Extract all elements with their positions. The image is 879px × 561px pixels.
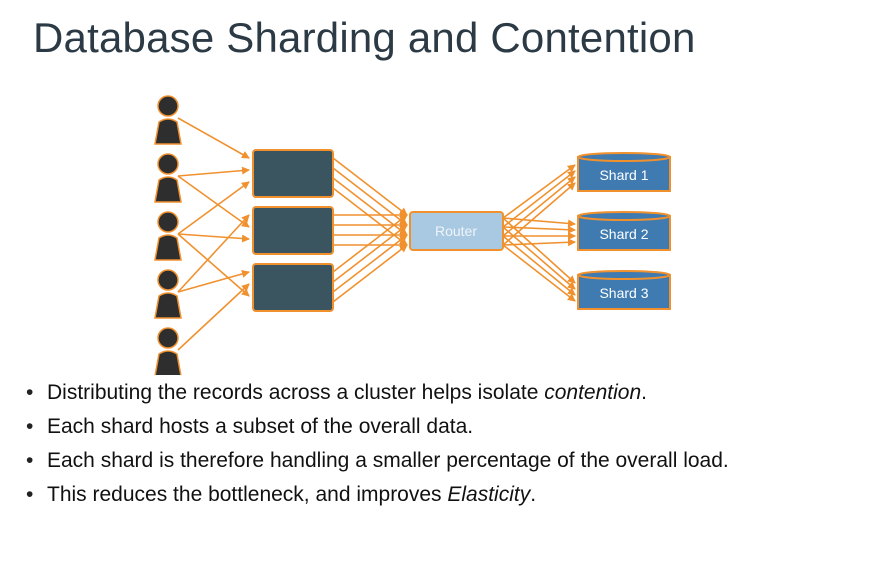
- connection-arrow: [177, 214, 250, 293]
- bullet-item: Each shard hosts a subset of the overall…: [22, 414, 802, 439]
- connection-arrow: [502, 235, 576, 296]
- users-layer: [154, 95, 182, 375]
- servers-layer: [252, 149, 334, 312]
- shard-label: Shard 1: [599, 167, 648, 183]
- connection-arrow: [332, 157, 408, 216]
- connection-arrow: [332, 214, 408, 273]
- shard-label: Shard 2: [599, 226, 648, 242]
- bullet-item: This reduces the bottleneck, and improve…: [22, 482, 802, 507]
- slide-title: Database Sharding and Contention: [33, 14, 696, 61]
- sharding-diagram: Router Shard 1 Shard 2 Shard 3: [154, 95, 671, 375]
- connection-arrow: [177, 117, 250, 159]
- shard-1-cylinder: Shard 1: [577, 152, 671, 192]
- bullet-list: Distributing the records across a cluste…: [22, 380, 802, 516]
- connection-arrow: [502, 225, 576, 234]
- connection-arrow: [177, 233, 250, 297]
- connection-arrow: [332, 224, 408, 283]
- user-icon: [154, 211, 182, 261]
- connection-arrow: [502, 217, 576, 228]
- connection-arrow: [502, 176, 576, 237]
- connection-arrow: [502, 164, 576, 219]
- connection-arrow: [177, 283, 250, 351]
- connection-arrow: [177, 233, 250, 243]
- shard-3-cylinder: Shard 3: [577, 270, 671, 310]
- router-layer: Router: [409, 211, 504, 251]
- connection-arrow: [502, 170, 576, 228]
- bullet-item: Each shard is therefore handling a small…: [22, 448, 802, 473]
- shard-2-cylinder: Shard 2: [577, 211, 671, 251]
- app-server-box: [252, 263, 334, 312]
- user-icon: [154, 327, 182, 375]
- connection-arrow: [502, 238, 576, 247]
- connection-arrow: [502, 244, 576, 302]
- connection-arrow: [502, 226, 576, 290]
- connection-arrow: [502, 182, 576, 246]
- router-label: Router: [435, 223, 477, 239]
- arrows-layer: [177, 117, 576, 351]
- router-box: [409, 211, 504, 251]
- connection-arrow: [177, 175, 250, 228]
- user-icon: [154, 95, 182, 145]
- connection-arrow: [177, 270, 250, 293]
- shard-label: Shard 3: [599, 285, 648, 301]
- shards-layer: Shard 1 Shard 2 Shard 3: [577, 152, 671, 310]
- user-icon: [154, 269, 182, 319]
- connection-arrow: [332, 234, 408, 293]
- bullet-item: Distributing the records across a cluste…: [22, 380, 802, 405]
- connection-arrow: [502, 217, 576, 284]
- app-server-box: [252, 149, 334, 198]
- app-server-box: [252, 206, 334, 255]
- connection-arrow: [332, 244, 408, 303]
- connection-arrow: [177, 166, 250, 177]
- connection-arrow: [177, 181, 250, 235]
- user-icon: [154, 153, 182, 203]
